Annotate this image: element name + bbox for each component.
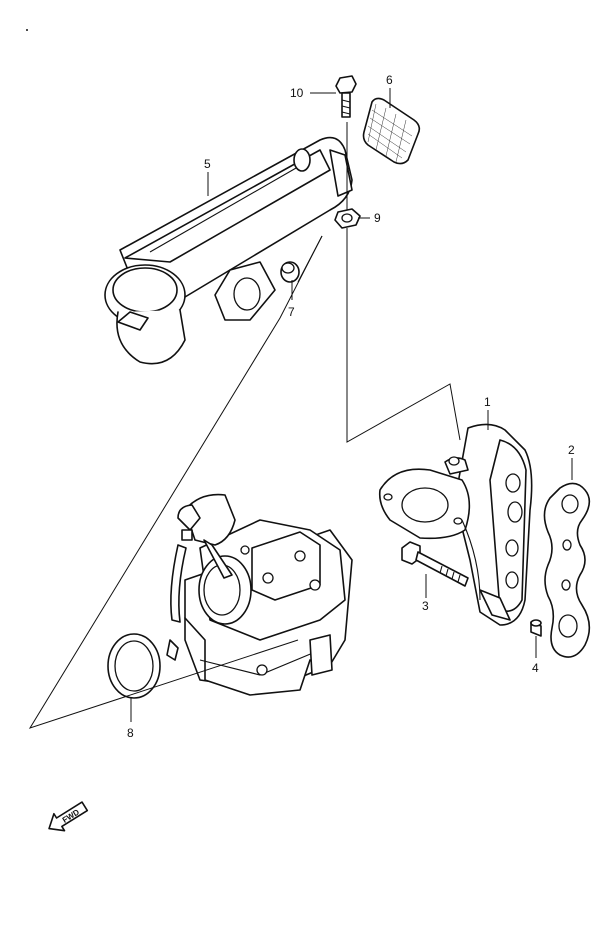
part-4-dowel[interactable]	[530, 619, 542, 637]
part-1-intake-manifold[interactable]	[378, 423, 533, 626]
callout-3: 3	[422, 599, 429, 613]
part-9-nut[interactable]	[334, 208, 361, 229]
corner-mark	[26, 29, 28, 31]
callout-4: 4	[532, 661, 539, 675]
carburetor-assembly[interactable]	[166, 493, 353, 696]
callout-5: 5	[204, 157, 211, 171]
fwd-arrow-icon	[48, 801, 89, 832]
part-2-gasket[interactable]	[543, 482, 591, 658]
part-10-bolt[interactable]	[335, 75, 357, 118]
callout-1: 1	[484, 395, 491, 409]
callout-2: 2	[568, 443, 575, 457]
part-7-sleeve[interactable]	[280, 261, 300, 283]
part-5-intake-silencer[interactable]	[104, 136, 353, 365]
callout-9: 9	[374, 211, 381, 225]
callout-10: 10	[290, 86, 304, 100]
callout-6: 6	[386, 73, 393, 87]
part-6-screen[interactable]	[362, 97, 421, 165]
leader-lines	[28, 88, 573, 729]
callout-8: 8	[127, 726, 134, 740]
callout-7: 7	[288, 305, 295, 319]
part-3-bolt[interactable]	[401, 541, 469, 587]
callout-labels: 10 6 5 9 7 1 2 3 4 8	[127, 73, 575, 740]
fwd-arrow: FWD	[48, 801, 89, 832]
part-8-o-ring[interactable]	[107, 633, 161, 699]
